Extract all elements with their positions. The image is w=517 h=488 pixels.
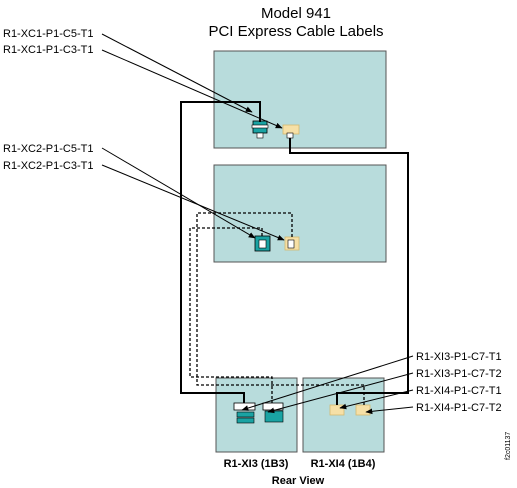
callout-arrows: [101, 33, 414, 415]
label-xi4-t2: R1-XI4-P1-C7-T2: [416, 402, 502, 414]
label-xi4-t1: R1-XI4-P1-C7-T1: [416, 385, 502, 397]
xi3-t2-port: [262, 402, 284, 423]
drawer-label-xi3: R1-XI3 (1B3): [224, 458, 289, 470]
figure-id: f2c01137: [505, 432, 512, 460]
rear-view-caption: Rear View: [272, 475, 325, 487]
xi4-t2-port: [355, 404, 371, 416]
middle-drawer-panel: [213, 164, 387, 263]
dashed-cables: [189, 212, 365, 405]
diagram-title-line1: Model 941: [261, 5, 331, 22]
label-xc1-c5: R1-XC1-P1-C5-T1: [3, 28, 93, 40]
drawer-label-xi4: R1-XI4 (1B4): [311, 458, 376, 470]
cable-xc2-c3-to-xi4-t2: [196, 212, 365, 405]
xc2-c5-port: [254, 235, 271, 252]
upper-drawer-panel: [213, 50, 387, 149]
cable-xc2-c5-to-xi3-t2: [189, 227, 273, 403]
label-xc1-c3: R1-XC1-P1-C3-T1: [3, 44, 93, 56]
cable-xc1-c3-to-xi4: [289, 138, 409, 405]
label-xc2-c5: R1-XC2-P1-C5-T1: [3, 143, 93, 155]
solid-cables: [180, 101, 409, 405]
diagram-title-line2: PCI Express Cable Labels: [208, 23, 383, 40]
label-xc2-c3: R1-XC2-P1-C3-T1: [3, 160, 93, 172]
label-xi3-t1: R1-XI3-P1-C7-T1: [416, 351, 502, 363]
xi3-t1-port: [233, 402, 256, 424]
xi3-drawer-panel: [215, 377, 298, 453]
xc2-c3-port: [284, 236, 300, 251]
cable-xc1-c5-to-xi3: [180, 101, 261, 403]
xi4-t1-port: [329, 404, 345, 416]
label-xi3-t2: R1-XI3-P1-C7-T2: [416, 368, 502, 380]
